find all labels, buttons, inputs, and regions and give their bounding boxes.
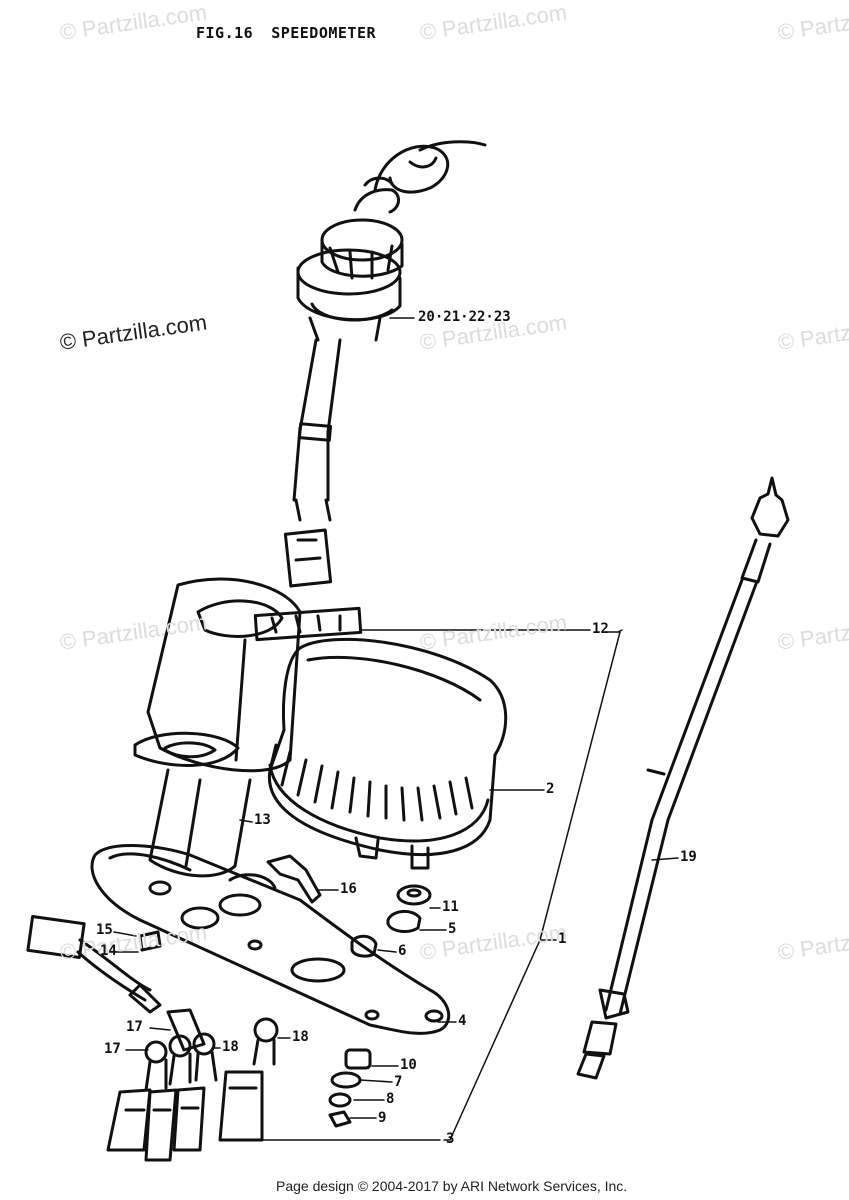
callout-1: 1 [558, 931, 567, 947]
callout-12: 12 [592, 621, 609, 637]
callout-19: 19 [680, 849, 697, 865]
speedometer-cable-drawing [576, 476, 790, 1080]
footer-copyright: Page design © 2004-2017 by ARI Network S… [276, 1178, 628, 1194]
speedometer-body-drawing [253, 606, 508, 870]
callout-5: 5 [448, 921, 457, 937]
callout-leaders [113, 317, 679, 1141]
bracket-plate-drawing [90, 844, 451, 1035]
callout-9: 9 [378, 1110, 387, 1126]
figure-name: SPEEDOMETER [271, 24, 377, 42]
ignition-switch-drawing [283, 140, 487, 588]
callout-2: 2 [546, 781, 555, 797]
callout-16: 16 [340, 881, 357, 897]
tachometer-housing-drawing [133, 577, 302, 878]
callout-17: 17 [126, 1019, 143, 1035]
callout-8: 8 [386, 1091, 395, 1107]
figure-number: FIG.16 [196, 24, 254, 42]
callout-4: 4 [458, 1013, 467, 1029]
callout-15: 15 [96, 922, 113, 938]
callout-11: 11 [442, 899, 459, 915]
callout-10: 10 [400, 1057, 417, 1073]
wiring-and-bulbs-drawing [26, 915, 279, 1162]
callout-17: 17 [104, 1041, 121, 1057]
callout-18: 18 [222, 1039, 239, 1055]
callout-7: 7 [394, 1074, 403, 1090]
callout-3: 3 [446, 1131, 455, 1147]
callout-6: 6 [398, 943, 407, 959]
callout-13: 13 [254, 812, 271, 828]
figure-title: FIG.16 SPEEDOMETER [196, 24, 394, 42]
callout-20-23: 20·21·22·23 [418, 309, 511, 325]
callout-18: 18 [292, 1029, 309, 1045]
callout-14: 14 [100, 943, 117, 959]
